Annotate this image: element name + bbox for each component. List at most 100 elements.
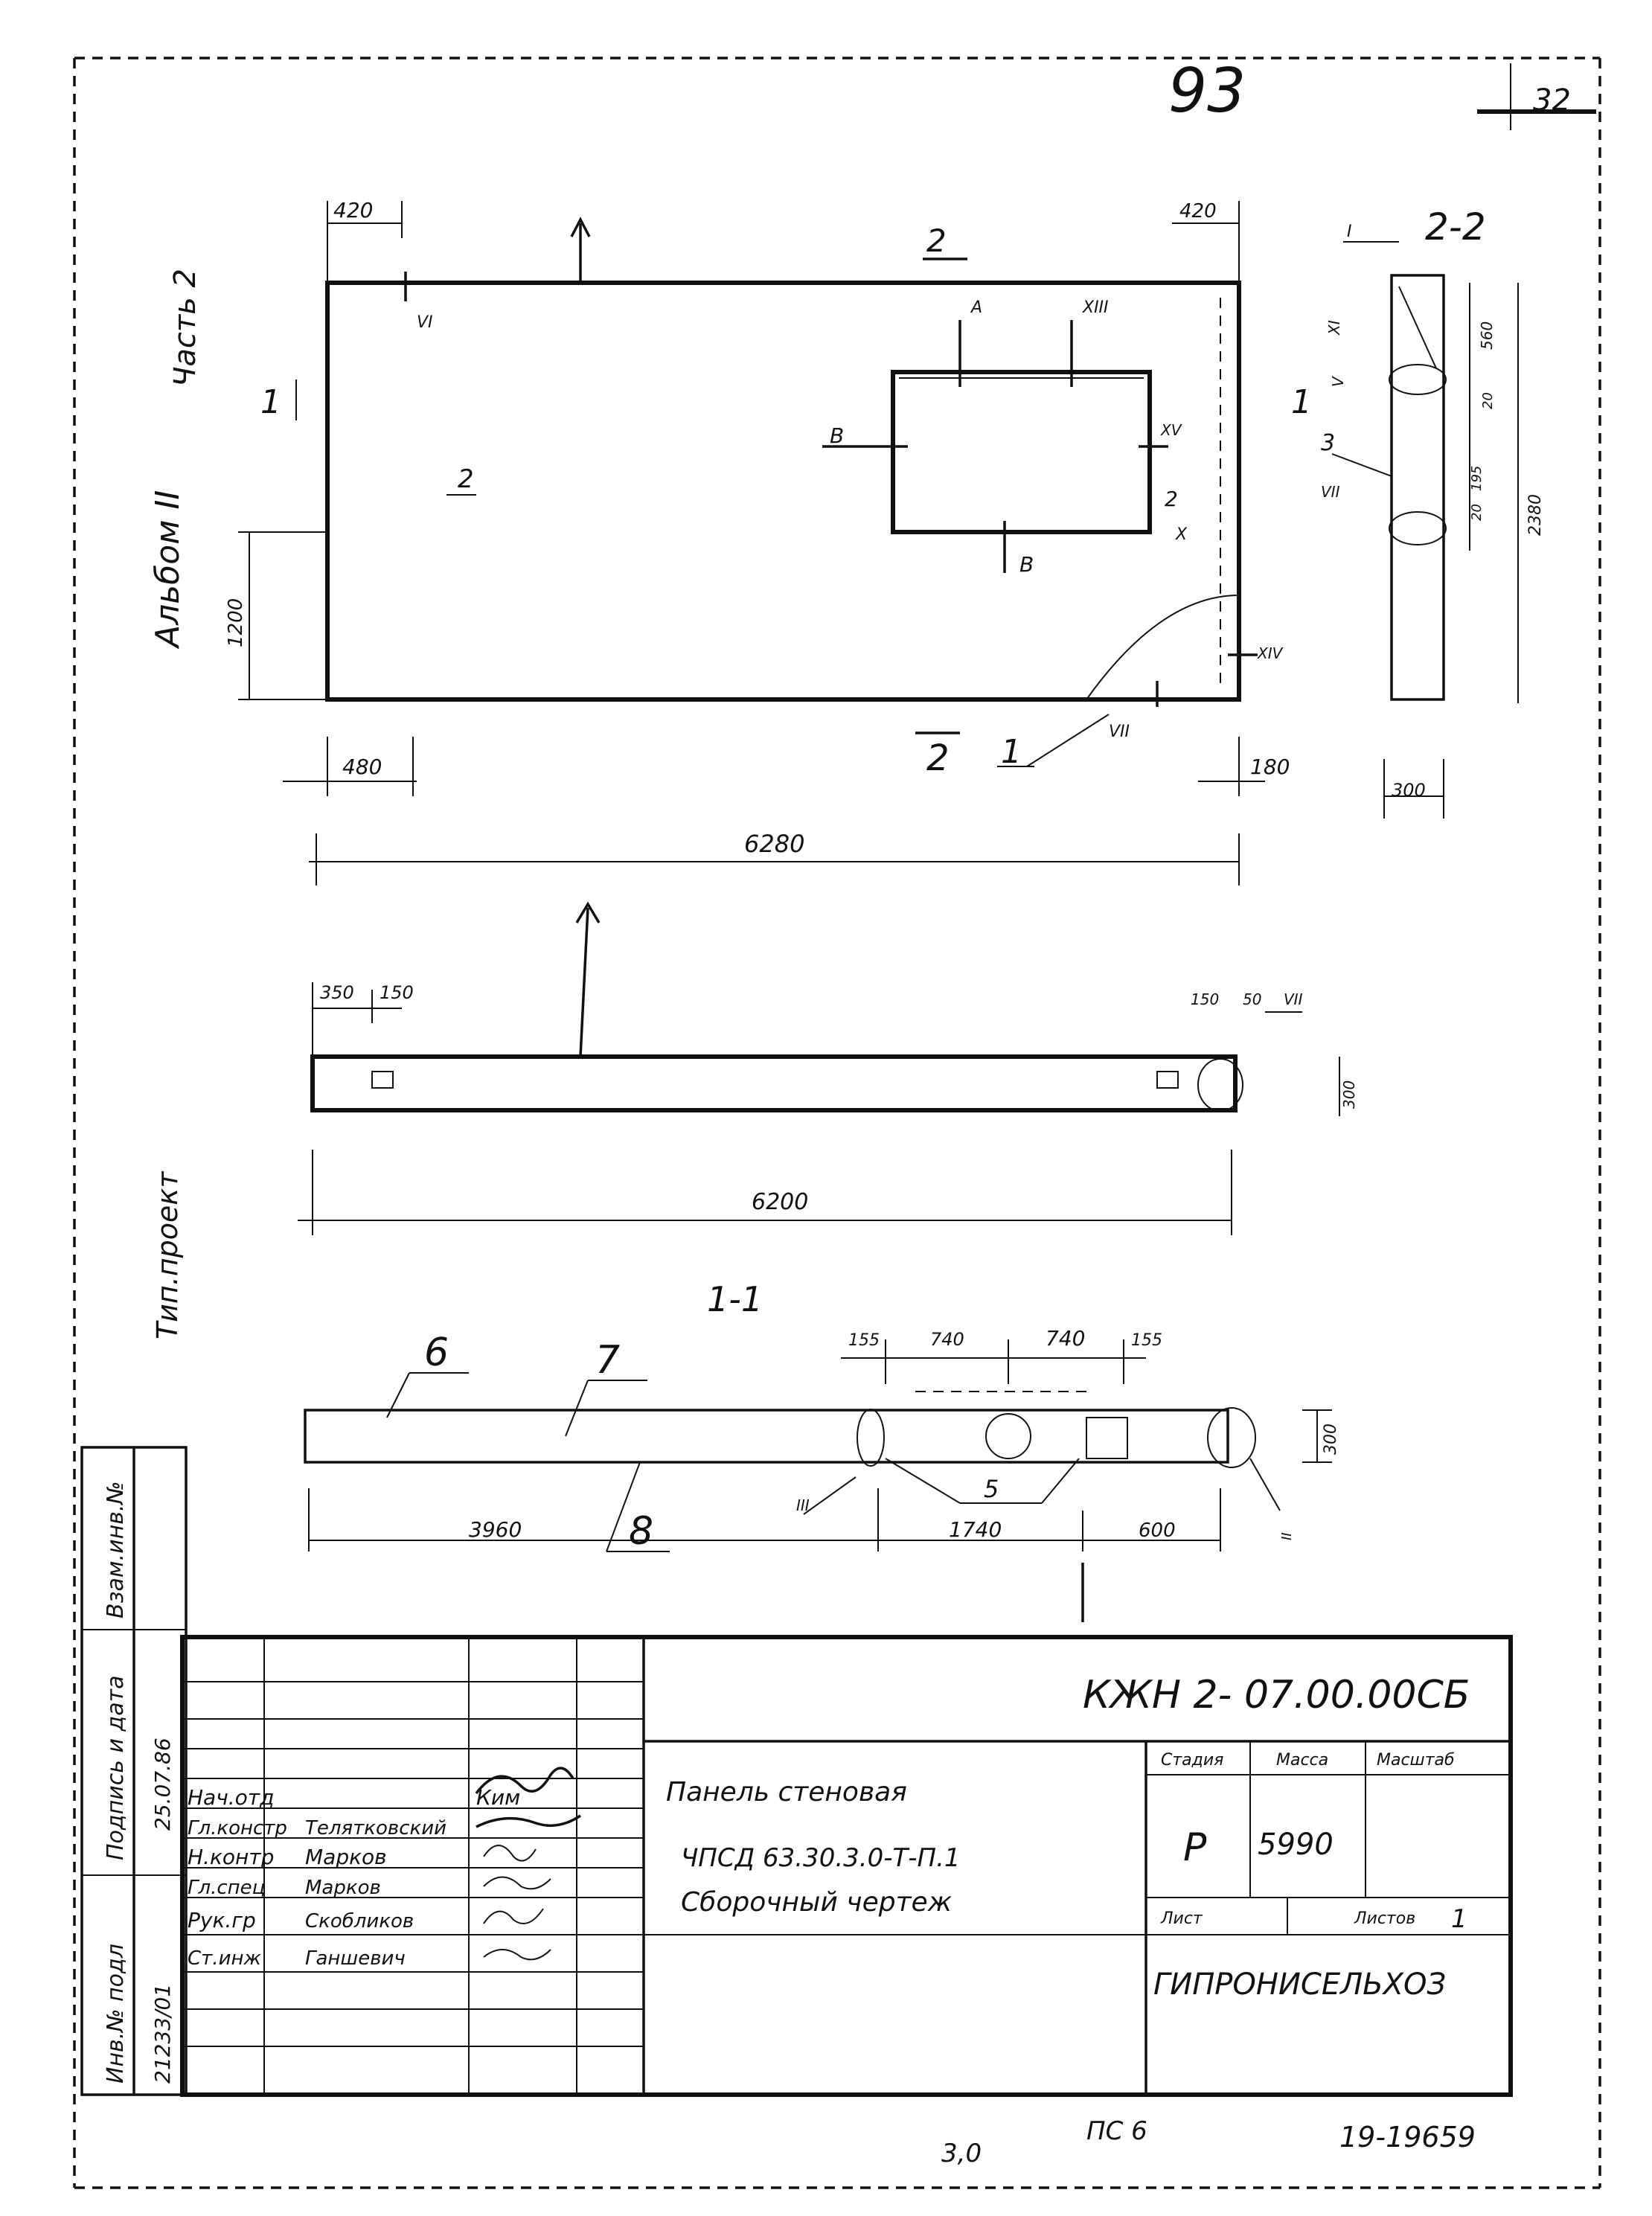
callout-a: А: [970, 298, 982, 317]
section-1-1-height: 300: [1322, 1424, 1340, 1455]
section-1-1-dim-155-right: 155: [1131, 1331, 1162, 1350]
title-block: КЖН 2- 07.00.00СБ Нач.отд Ким Гл.констр …: [180, 1635, 1513, 2097]
dim-bottom-left: 480: [342, 755, 382, 779]
panel-outline: [325, 281, 1241, 702]
plan-view: 350 150 150 50 VII 300 6200: [298, 901, 1358, 1235]
section-2-top: 2: [926, 222, 947, 259]
plan-callout-vii: VII: [1284, 990, 1303, 1008]
name-5: Скобликов: [305, 1910, 414, 1932]
plan-outline: [310, 1054, 1238, 1112]
role-6: Ст.инж: [188, 1947, 261, 1970]
position-5: 5: [984, 1475, 999, 1503]
role-3: Н.контр: [188, 1845, 274, 1869]
section-1-1-dim-740-a: 740: [930, 1329, 964, 1350]
section-1-1: 1-1 155 740 740 155 6 7 8 5 III II: [304, 1279, 1340, 1622]
dim-top-left: 420: [333, 198, 373, 222]
section-2-2-title: 2-2: [1425, 205, 1486, 249]
title-line-2: ЧПСД 63.30.3.0-Т-П.1: [681, 1843, 961, 1873]
bottom-note-ps: ПС 6: [1086, 2116, 1147, 2146]
section-2-2-dim-20a: 20: [1480, 392, 1496, 409]
section-1-left: 1: [260, 383, 281, 421]
dim-total: 6280: [744, 830, 804, 858]
callout-xv: XV: [1160, 421, 1182, 439]
plan-total: 6200: [752, 1189, 808, 1215]
callout-vii: VII: [1109, 723, 1130, 741]
plan-dim-50: 50: [1243, 990, 1261, 1008]
sheet-label: Лист: [1160, 1909, 1203, 1928]
section-2-2-dim-2380: 2380: [1526, 494, 1545, 536]
section-2-2-dim-560: 560: [1478, 321, 1496, 350]
callout-xiii: XIII: [1082, 298, 1109, 317]
sheets-label: Листов: [1354, 1909, 1415, 1928]
corner-number: 32: [1533, 83, 1571, 118]
section-1-1-dim-740-b: 740: [1046, 1326, 1085, 1351]
callout-vi: VI: [417, 313, 433, 332]
section-1-1-dim-1740: 1740: [949, 1517, 1002, 1542]
plan-dim-350: 350: [320, 982, 354, 1003]
callout-v2: В: [1019, 552, 1034, 577]
name-6: Ганшевич: [305, 1947, 406, 1970]
window-opening: [891, 370, 1152, 534]
position-2b: 2: [1165, 487, 1178, 511]
callout-xiv: XIV: [1257, 644, 1284, 662]
section-1-1-dim-600: 600: [1139, 1520, 1176, 1542]
section-1-1-callout-iii: III: [796, 1496, 810, 1514]
callout-v: В: [830, 423, 844, 448]
section-1-1-dim-155-left: 155: [848, 1331, 880, 1350]
role-5: Рук.гр: [188, 1908, 256, 1932]
section-2-2-callout-xi: XI: [1325, 320, 1343, 336]
left-stamp: Взам.инв.№ Подпись и дата 25.07.86 Инв.№…: [80, 1446, 188, 2096]
dim-left-height: 1200: [225, 598, 247, 647]
signature-4: [483, 1876, 551, 1890]
bottom-number: 19-19659: [1339, 2121, 1476, 2153]
plan-dim-150-left: 150: [380, 982, 414, 1003]
dim-bottom-right: 180: [1250, 755, 1290, 779]
title-line-1: Панель стеновая: [666, 1777, 907, 1807]
bottom-note-3: 3,0: [941, 2139, 982, 2168]
page-number: 93: [1168, 56, 1246, 127]
role-2: Гл.констр: [188, 1817, 287, 1839]
section-2-2-callout-v: V: [1329, 376, 1347, 387]
plan-dim-150-right: 150: [1191, 990, 1219, 1008]
signature-5: [483, 1908, 544, 1924]
role-4: Гл.спец: [188, 1877, 265, 1899]
position-6: 6: [424, 1330, 449, 1375]
inv-podl-value: 21233/01: [150, 1984, 175, 2084]
sheets-value: 1: [1451, 1904, 1467, 1934]
organization: ГИПРОНИСЕЛЬХОЗ: [1153, 1967, 1446, 2002]
section-1-right: 1: [1291, 383, 1312, 421]
role-1: Нач.отд: [188, 1785, 274, 1810]
title-line-3: Сборочный чертеж: [681, 1887, 953, 1918]
album-label: Альбом II: [149, 490, 187, 650]
section-1-1-outline: [304, 1409, 1229, 1464]
section-2-2-callout-vii: VII: [1321, 483, 1340, 501]
date-value: 25.07.86: [150, 1738, 175, 1831]
section-2-2-mark-i: I: [1347, 222, 1352, 241]
section-2-2: 2-2 I 560 20 195 20 2380 XI V 3 VII 300: [1321, 205, 1545, 819]
part-label: Часть 2: [168, 269, 202, 387]
sheet-frame: [73, 57, 1601, 2189]
mass-value: 5990: [1258, 1828, 1334, 1862]
section-2-2-outline: [1390, 274, 1445, 701]
section-2-2-dim-20b: 20: [1469, 504, 1485, 521]
front-view: 420 420 1200 480 180 6280 2 2 1 1 VI А: [225, 198, 1312, 886]
signature-2: [476, 1814, 581, 1828]
podpis-data-label: Подпись и дата: [103, 1676, 129, 1861]
project-label: Тип.проект: [151, 1171, 184, 1339]
mass-label: Масса: [1276, 1751, 1328, 1770]
signature-3: [483, 1845, 537, 1862]
scale-label: Масштаб: [1377, 1751, 1455, 1770]
section-2-2-pos3: 3: [1321, 430, 1335, 456]
section-1-1-dim-3960: 3960: [469, 1517, 522, 1542]
position-8: 8: [629, 1509, 653, 1554]
section-1-1-callout-ii: II: [1279, 1532, 1295, 1540]
position-2a: 2: [458, 464, 474, 494]
section-2-2-width: 300: [1392, 780, 1426, 801]
section-1-1-title: 1-1: [707, 1279, 763, 1319]
position-1: 1: [1001, 733, 1022, 771]
name-2: Телятковский: [305, 1817, 446, 1839]
callout-x: X: [1175, 525, 1188, 544]
position-7: 7: [595, 1338, 620, 1383]
name-1: Ким: [476, 1785, 520, 1810]
